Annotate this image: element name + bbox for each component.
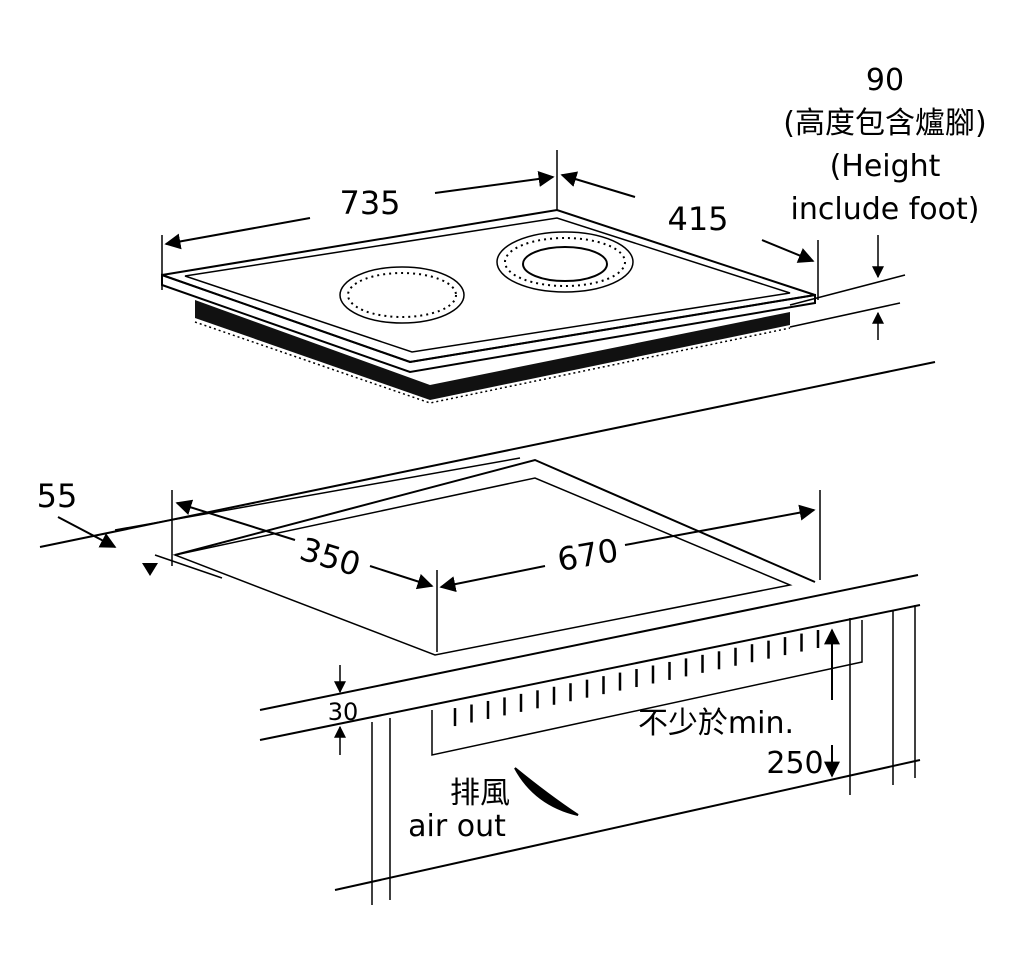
cutout-area (172, 477, 793, 656)
air-out-zh-label: 排風 (450, 776, 510, 811)
hob-dimensions: 735 415 90 (高度包含爐腳) (Height include foot… (161, 63, 987, 340)
hob-body (195, 300, 790, 400)
burner-left (339, 266, 465, 324)
burner-right (496, 231, 634, 293)
height-en-label-1: (Height (830, 149, 941, 184)
height-zh-label: (高度包含爐腳) (783, 106, 986, 141)
vent-panel (431, 620, 863, 756)
height-value-label: 90 (866, 63, 904, 98)
cutout-depth-label: 350 (296, 530, 366, 584)
down-triangle-marker (142, 563, 158, 576)
hob-inner-border (184, 217, 791, 353)
burner-right-inner (522, 246, 608, 282)
height-en-label-2: include foot) (791, 192, 980, 227)
min-clearance-value-label: 250 (766, 746, 823, 781)
edge-distance-label: 55 (37, 477, 78, 515)
air-out-arrow-icon (514, 767, 579, 816)
air-out-en-label: air out (408, 809, 506, 844)
min-clearance-zh-label: 不少於min. (638, 706, 794, 741)
vent-slots (453, 630, 820, 727)
burner-left-ring (347, 272, 457, 318)
countertop: 55 350 670 (37, 361, 936, 656)
top-thickness-label: 30 (328, 698, 359, 726)
cutout-width-label: 670 (554, 531, 621, 579)
hob-depth-label: 415 (667, 200, 728, 238)
hob-width-label: 735 (339, 184, 400, 222)
cabinet: 30 不少於min. 250 排風 air out (259, 574, 921, 905)
burner-right-ring (504, 237, 626, 287)
hob (161, 208, 816, 404)
